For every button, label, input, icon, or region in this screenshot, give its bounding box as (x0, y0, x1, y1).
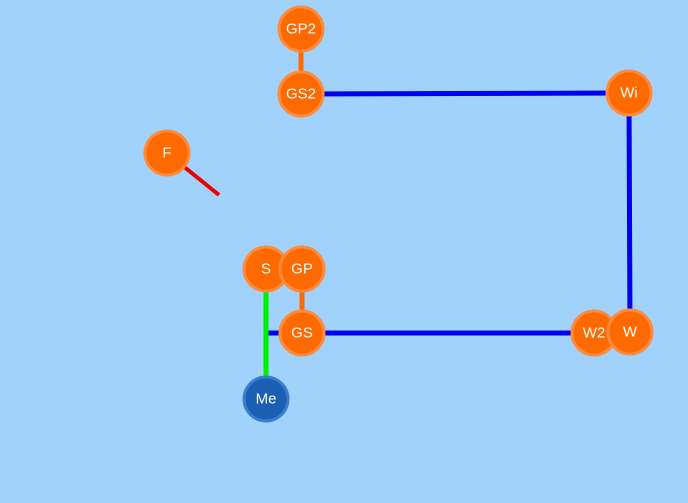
node-w[interactable]: W (606, 308, 654, 356)
edges-layer (165, 29, 633, 399)
node-circle[interactable] (277, 5, 325, 53)
node-label: GS2 (286, 86, 316, 103)
node-label: GP2 (286, 21, 316, 38)
node-label: F (162, 145, 171, 162)
node-gs[interactable]: GS (278, 309, 326, 357)
node-circle[interactable] (242, 375, 290, 423)
edge-wi-w (626, 92, 633, 333)
node-circle[interactable] (278, 245, 326, 293)
node-f[interactable]: F (143, 129, 191, 177)
node-circle[interactable] (278, 309, 326, 357)
node-gs2[interactable]: GS2 (277, 70, 325, 118)
node-label: W2 (583, 325, 606, 342)
node-circle[interactable] (605, 69, 653, 117)
node-circle[interactable] (277, 70, 325, 118)
node-gp2[interactable]: GP2 (277, 5, 325, 53)
node-label: W (623, 324, 638, 341)
node-circle[interactable] (606, 308, 654, 356)
edge-gs2-wi (300, 90, 630, 97)
node-wi[interactable]: Wi (605, 69, 653, 117)
node-s[interactable]: S (242, 245, 290, 293)
node-label: S (261, 261, 271, 278)
node-label: GP (291, 261, 313, 278)
node-label: GS (291, 325, 313, 342)
node-circle[interactable] (143, 129, 191, 177)
node-me[interactable]: Me (242, 375, 290, 423)
node-gp[interactable]: GP (278, 245, 326, 293)
node-w2[interactable]: W2 (570, 309, 618, 357)
node-label: Me (256, 391, 277, 408)
node-label: Wi (620, 85, 638, 102)
